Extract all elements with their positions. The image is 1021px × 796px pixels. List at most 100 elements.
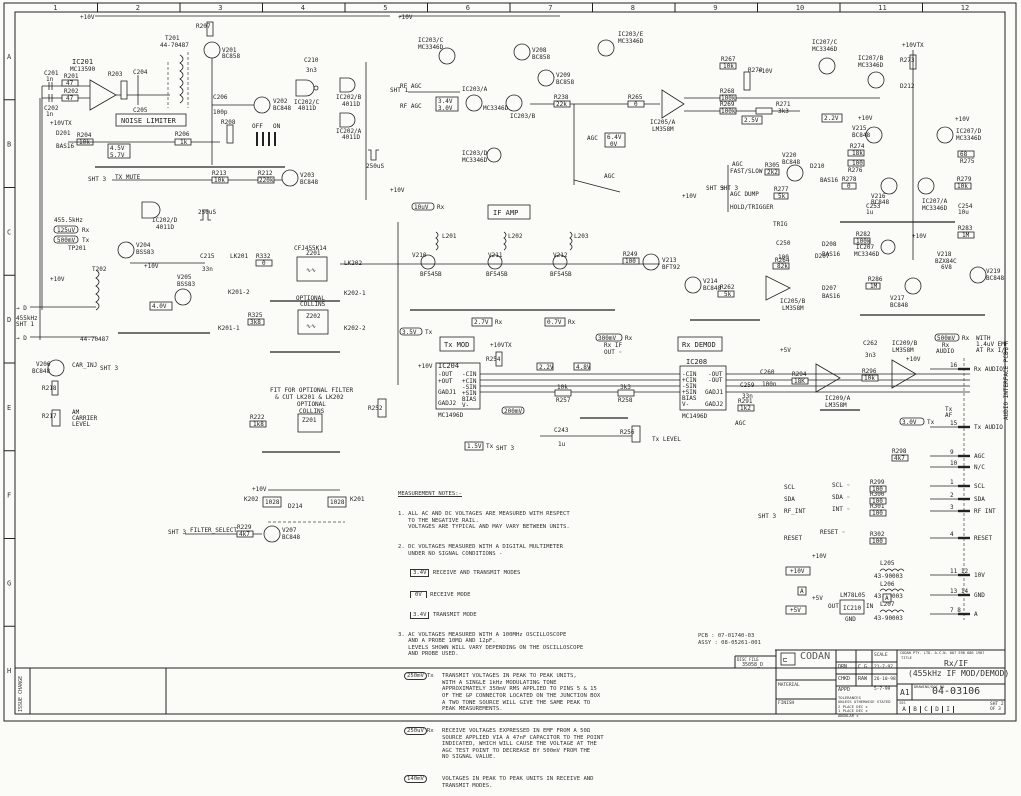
svg-text:SCL: SCL — [784, 484, 795, 491]
svg-text:R305: R305 — [765, 162, 780, 169]
svg-text:C210: C210 — [304, 57, 319, 64]
grid-column-12: 12 — [961, 4, 969, 12]
svg-text:CARRIER: CARRIER — [72, 415, 98, 422]
svg-text:R299: R299 — [870, 479, 885, 486]
svg-text:455.5kHz: 455.5kHz — [54, 217, 83, 224]
svg-text:MC3346D: MC3346D — [418, 44, 444, 51]
svg-text:L206: L206 — [880, 581, 895, 588]
svg-text:R201: R201 — [64, 73, 79, 80]
svg-text:0V: 0V — [610, 141, 618, 148]
svg-text:SHT 1: SHT 1 — [16, 321, 34, 328]
svg-text:BC858: BC858 — [222, 53, 240, 60]
svg-text:C201: C201 — [44, 70, 59, 77]
svg-text:R271: R271 — [776, 101, 791, 108]
svg-text:C206: C206 — [213, 94, 228, 101]
company-logo-text: CODAN — [800, 651, 831, 662]
connector-pin — [958, 367, 970, 371]
svg-text:1.5V: 1.5V — [467, 443, 482, 450]
svg-text:6.4V: 6.4V — [607, 134, 622, 141]
svg-text:MC3346D: MC3346D — [854, 251, 880, 258]
svg-text:1u: 1u — [558, 441, 566, 448]
svg-text:V208: V208 — [532, 47, 547, 54]
issue-cell: B — [910, 706, 921, 713]
svg-text:C260: C260 — [760, 369, 775, 376]
svg-text:D212: D212 — [900, 83, 915, 90]
svg-text:V209: V209 — [556, 72, 571, 79]
svg-text:+OUT: +OUT — [438, 378, 453, 385]
svg-text:200mV: 200mV — [504, 408, 522, 415]
svg-text:125uV: 125uV — [57, 227, 75, 234]
noise-limiter-label: NOISE LIMITER — [121, 117, 177, 125]
svg-text:V217: V217 — [890, 295, 905, 302]
connector-pin-number: 9 — [950, 449, 954, 456]
connector-pin-name: Rx AUDIO — [974, 366, 1003, 373]
svg-text:MC3346D: MC3346D — [483, 105, 509, 112]
svg-text:V204: V204 — [136, 242, 151, 249]
issue-cell: D — [932, 706, 943, 713]
svg-text:68: 68 — [960, 151, 968, 158]
svg-text:GADJ2: GADJ2 — [438, 400, 456, 407]
svg-text:4011D: 4011D — [298, 105, 316, 112]
svg-text:-OUT: -OUT — [708, 371, 723, 378]
svg-text:R300: R300 — [870, 491, 885, 498]
svg-text:R269: R269 — [720, 101, 735, 108]
svg-text:220k: 220k — [259, 177, 274, 184]
svg-text:MC13590: MC13590 — [70, 66, 96, 73]
svg-text:22k: 22k — [556, 101, 567, 108]
svg-text:100k: 100k — [856, 238, 871, 245]
connector-pin-number: 4 — [950, 531, 954, 538]
svg-text:+5V: +5V — [790, 607, 801, 614]
svg-text:R202: R202 — [64, 88, 79, 95]
grid-column-8: 8 — [631, 4, 635, 12]
svg-text:∿∿: ∿∿ — [306, 267, 316, 274]
svg-text:AGC: AGC — [604, 173, 615, 180]
svg-text:3n3: 3n3 — [306, 67, 317, 74]
svg-text:4k7: 4k7 — [239, 531, 250, 538]
svg-text:V216: V216 — [871, 193, 886, 200]
svg-text:RESET: RESET — [784, 535, 802, 542]
svg-text:RESET ◦: RESET ◦ — [820, 529, 845, 536]
svg-text:Rx: Rx — [495, 319, 503, 326]
agc-section: +10V SHT 1 RF AGC RF AGC IC203/C MC3346D… — [390, 14, 660, 193]
svg-text:T201: T201 — [165, 35, 180, 42]
svg-text:2k2: 2k2 — [767, 169, 778, 176]
grid-column-7: 7 — [548, 4, 552, 12]
svg-text:IC207/A: IC207/A — [922, 198, 948, 205]
svg-text:BAS16: BAS16 — [820, 177, 838, 184]
svg-text:3.0V: 3.0V — [902, 419, 917, 426]
svg-text:500mV: 500mV — [57, 237, 75, 244]
svg-text:+10V: +10V — [80, 14, 95, 21]
svg-text:V215: V215 — [852, 125, 867, 132]
svg-text:Tx: Tx — [82, 237, 90, 244]
svg-text:R207: R207 — [196, 23, 211, 30]
svg-text:3n3: 3n3 — [865, 352, 876, 359]
svg-text:1028: 1028 — [265, 499, 280, 506]
svg-text:44-70487: 44-70487 — [80, 336, 109, 343]
svg-text:R302: R302 — [870, 531, 885, 538]
svg-text:FIT FOR OPTIONAL FILTER: FIT FOR OPTIONAL FILTER — [270, 387, 353, 394]
connector-pin-number: 16 — [950, 362, 958, 369]
grid-column-1: 1 — [53, 4, 57, 12]
svg-text:IC209/A: IC209/A — [825, 395, 851, 402]
svg-text:455kHz: 455kHz — [16, 315, 38, 322]
svg-text:IC202/A: IC202/A — [336, 128, 362, 135]
svg-text:IC203/E: IC203/E — [618, 31, 644, 38]
svg-text:Tx: Tx — [425, 329, 433, 336]
svg-text:10k: 10k — [957, 183, 968, 190]
svg-text:R264: R264 — [775, 257, 790, 264]
svg-text:COLLINS: COLLINS — [299, 408, 325, 415]
svg-text:R262: R262 — [720, 284, 735, 291]
svg-text:OUT ◦: OUT ◦ — [604, 349, 622, 356]
svg-text:V-: V- — [682, 401, 689, 408]
svg-text:GND: GND — [845, 616, 856, 623]
svg-text:82k: 82k — [777, 263, 788, 270]
svg-text:IC201: IC201 — [72, 58, 93, 66]
svg-text:BC848: BC848 — [300, 179, 318, 186]
grid-row-A: A — [7, 53, 12, 61]
svg-text:D201: D201 — [56, 130, 71, 137]
svg-text:R213: R213 — [212, 170, 227, 177]
svg-text:C259: C259 — [740, 382, 755, 389]
svg-text:K202-1: K202-1 — [344, 290, 366, 297]
drawing-subtitle: (455kHz IF MOD/DEMOD) — [908, 669, 1010, 678]
